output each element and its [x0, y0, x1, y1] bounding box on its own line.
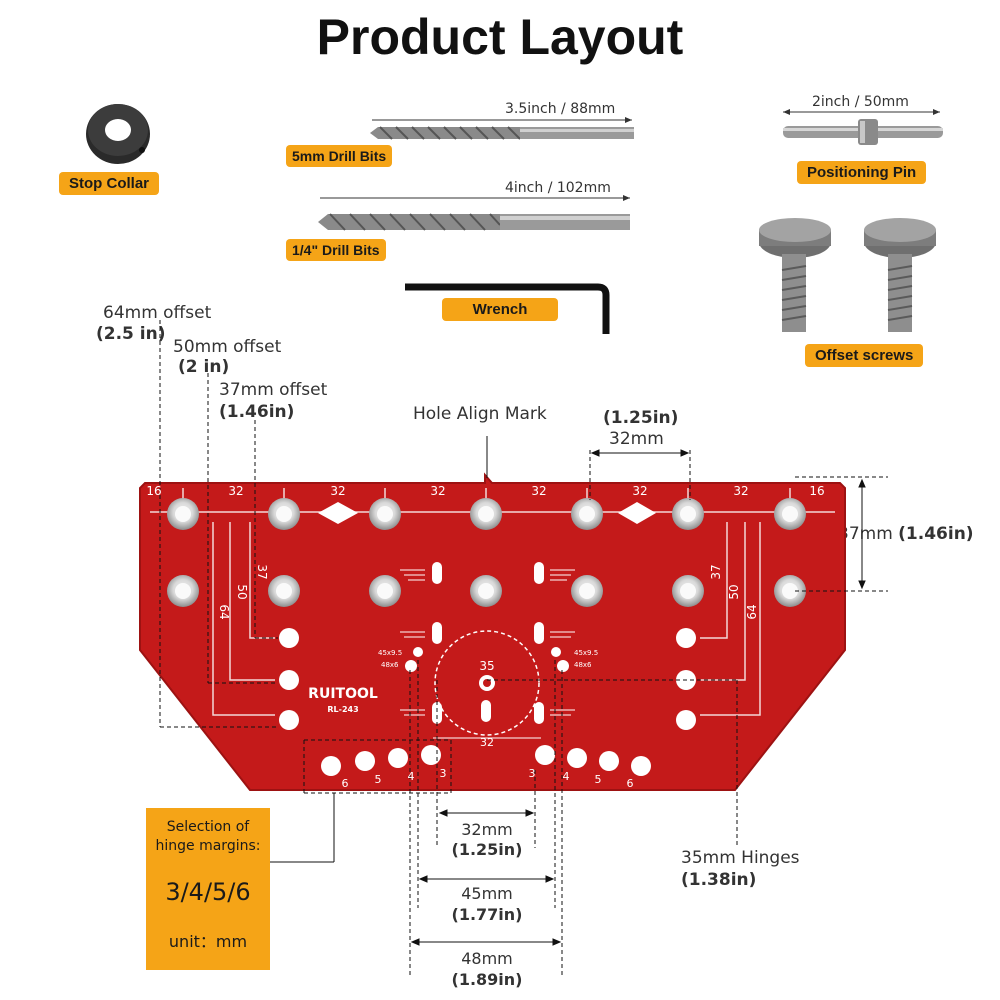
- jig-hinge-center: 35: [479, 659, 494, 673]
- plate-slots: [432, 562, 544, 724]
- jig-plate: [139, 472, 846, 791]
- dim-48-inch: (1.89in): [451, 970, 523, 989]
- margin-number: 4: [563, 770, 570, 783]
- drill-5mm-label: 5mm Drill Bits: [286, 145, 393, 167]
- margin-number: 3: [529, 767, 536, 780]
- jig-scale-label: 16: [146, 484, 161, 498]
- jig-offset-number: 50: [235, 584, 249, 599]
- jig-slot-label: 48x6: [574, 661, 592, 669]
- stop-collar-label: Stop Collar: [59, 172, 160, 195]
- positioning-pin-label: Positioning Pin: [797, 161, 927, 184]
- top-row-holes: [167, 498, 806, 530]
- offset-screw-icon: [759, 218, 831, 332]
- vertical-dim-mm: 37mm: [838, 524, 899, 544]
- margin-number: 6: [342, 777, 349, 790]
- jig-scale-label: 32: [430, 484, 445, 498]
- margin-box-line1: Selection of: [166, 819, 250, 835]
- jig-scale-label: 32: [733, 484, 748, 498]
- drill-quarter-length: 4inch / 102mm: [505, 180, 611, 196]
- margin-box-unit: unit：mm: [168, 932, 248, 951]
- drill-quarter-label: 1/4" Drill Bits: [286, 239, 386, 261]
- drill-quarter-icon: [318, 213, 630, 231]
- dim-32-inch: (1.25in): [451, 840, 523, 859]
- page-title: Product Layout: [316, 9, 684, 65]
- dim-45-inch: (1.77in): [451, 905, 523, 924]
- margin-box-line2: hinge margins:: [155, 838, 261, 854]
- drill-5mm-length: 3.5inch / 88mm: [505, 101, 616, 117]
- jig-scale-label: 32: [228, 484, 243, 498]
- positioning-pin-length: 2inch / 50mm: [812, 94, 909, 110]
- hole-align-mark-label: Hole Align Mark: [413, 404, 547, 424]
- offset-64-mm: 64mm offset: [103, 303, 212, 323]
- hinge-margin-box: Selection of hinge margins: 3/4/5/6 unit…: [146, 808, 270, 970]
- jig-scale-label: 32: [330, 484, 345, 498]
- dim-45-mm: 45mm: [461, 884, 513, 903]
- jig-slot-label: 45x9.5: [378, 649, 402, 657]
- dim-48-mm: 48mm: [461, 949, 513, 968]
- hinges-mm: 35mm Hinges: [681, 848, 800, 868]
- accessories-illustration: [86, 104, 943, 334]
- spacing-top-mm: 32mm: [609, 429, 664, 449]
- jig-offset-number: 64: [745, 604, 759, 619]
- vertical-dim-inch: (1.46in): [898, 524, 974, 544]
- side-offset-holes: [279, 628, 696, 730]
- drill-5mm-icon: [370, 126, 634, 140]
- jig-brand: RUITOOL: [308, 686, 378, 702]
- jig-offset-number: 37: [255, 564, 269, 579]
- margin-number: 3: [440, 767, 447, 780]
- offset-50-inch: (2 in): [178, 357, 230, 377]
- jig-slot-label: 45x9.5: [574, 649, 598, 657]
- offset-screws-label: Offset screws: [805, 344, 924, 367]
- offset-50-mm: 50mm offset: [173, 337, 282, 357]
- dim-32-mm: 32mm: [461, 820, 513, 839]
- jig-scale-label: 32: [632, 484, 647, 498]
- wrench-label: Wrench: [442, 298, 558, 321]
- jig-hinge-bottom: 32: [480, 736, 494, 749]
- offset-37-inch: (1.46in): [219, 402, 295, 422]
- jig-top-scale: 16 32 32 32 32 32 32 16: [146, 484, 824, 498]
- wrench-icon: [405, 283, 610, 334]
- margin-number: 6: [627, 777, 634, 790]
- spacing-top-inch: (1.25in): [603, 408, 679, 428]
- offset-37-mm: 37mm offset: [219, 380, 328, 400]
- hinges-inch: (1.38in): [681, 870, 757, 890]
- offset-64-inch: (2.5 in): [96, 324, 166, 344]
- jig-scale-label: 32: [531, 484, 546, 498]
- offset-screw-icon: [864, 218, 936, 332]
- margin-number: 5: [375, 773, 382, 786]
- margin-number: 4: [408, 770, 415, 783]
- stop-collar-icon: [86, 104, 150, 164]
- margin-box-values: 3/4/5/6: [165, 878, 251, 906]
- second-row-holes: [167, 575, 806, 607]
- margin-number: 5: [595, 773, 602, 786]
- positioning-pin-icon: [783, 119, 943, 145]
- jig-offset-number: 50: [727, 584, 741, 599]
- jig-scale-label: 16: [809, 484, 824, 498]
- jig-offset-number: 64: [217, 604, 231, 619]
- jig-offset-number: 37: [709, 564, 723, 579]
- jig-model: RL-243: [327, 705, 358, 714]
- vertical-dim-label: 37mm (1.46in): [838, 524, 974, 544]
- jig-slot-label: 48x6: [381, 661, 399, 669]
- margin-holes: [321, 745, 651, 776]
